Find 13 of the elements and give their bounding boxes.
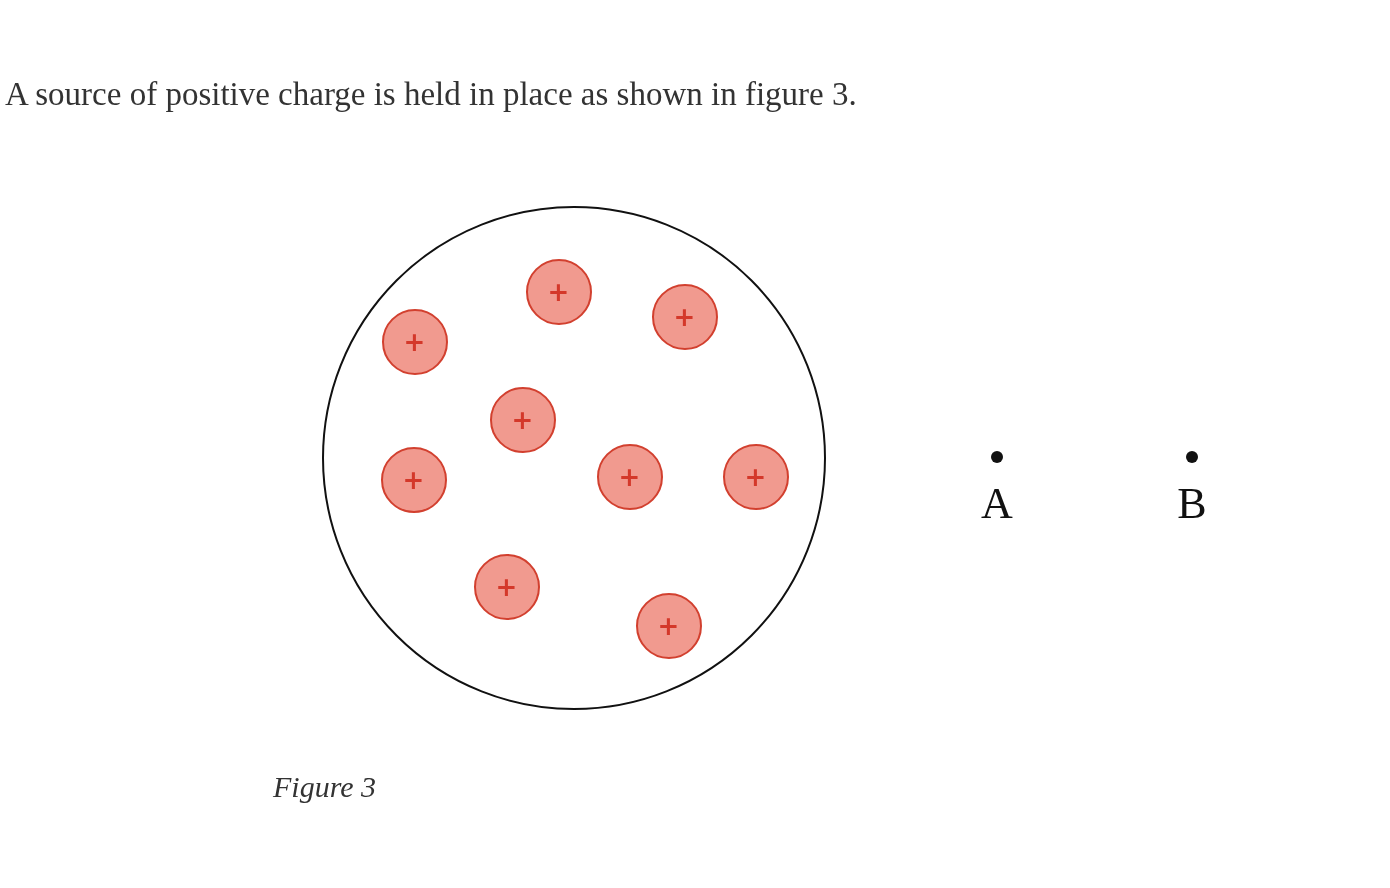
plus-sign: +	[511, 406, 534, 433]
plus-sign: +	[618, 463, 641, 490]
point-label: A	[980, 482, 1014, 526]
plus-sign: +	[495, 573, 518, 600]
plus-sign: +	[402, 466, 425, 493]
figure-caption: Figure 3	[273, 770, 377, 804]
question-text: A source of positive charge is held in place as shown in figure 3.	[5, 76, 857, 113]
point-label: B	[1176, 482, 1208, 526]
plus-sign: +	[744, 463, 767, 490]
plus-sign: +	[547, 278, 570, 305]
plus-sign: +	[673, 303, 696, 330]
plus-sign: +	[657, 612, 680, 639]
plus-sign: +	[403, 328, 426, 355]
